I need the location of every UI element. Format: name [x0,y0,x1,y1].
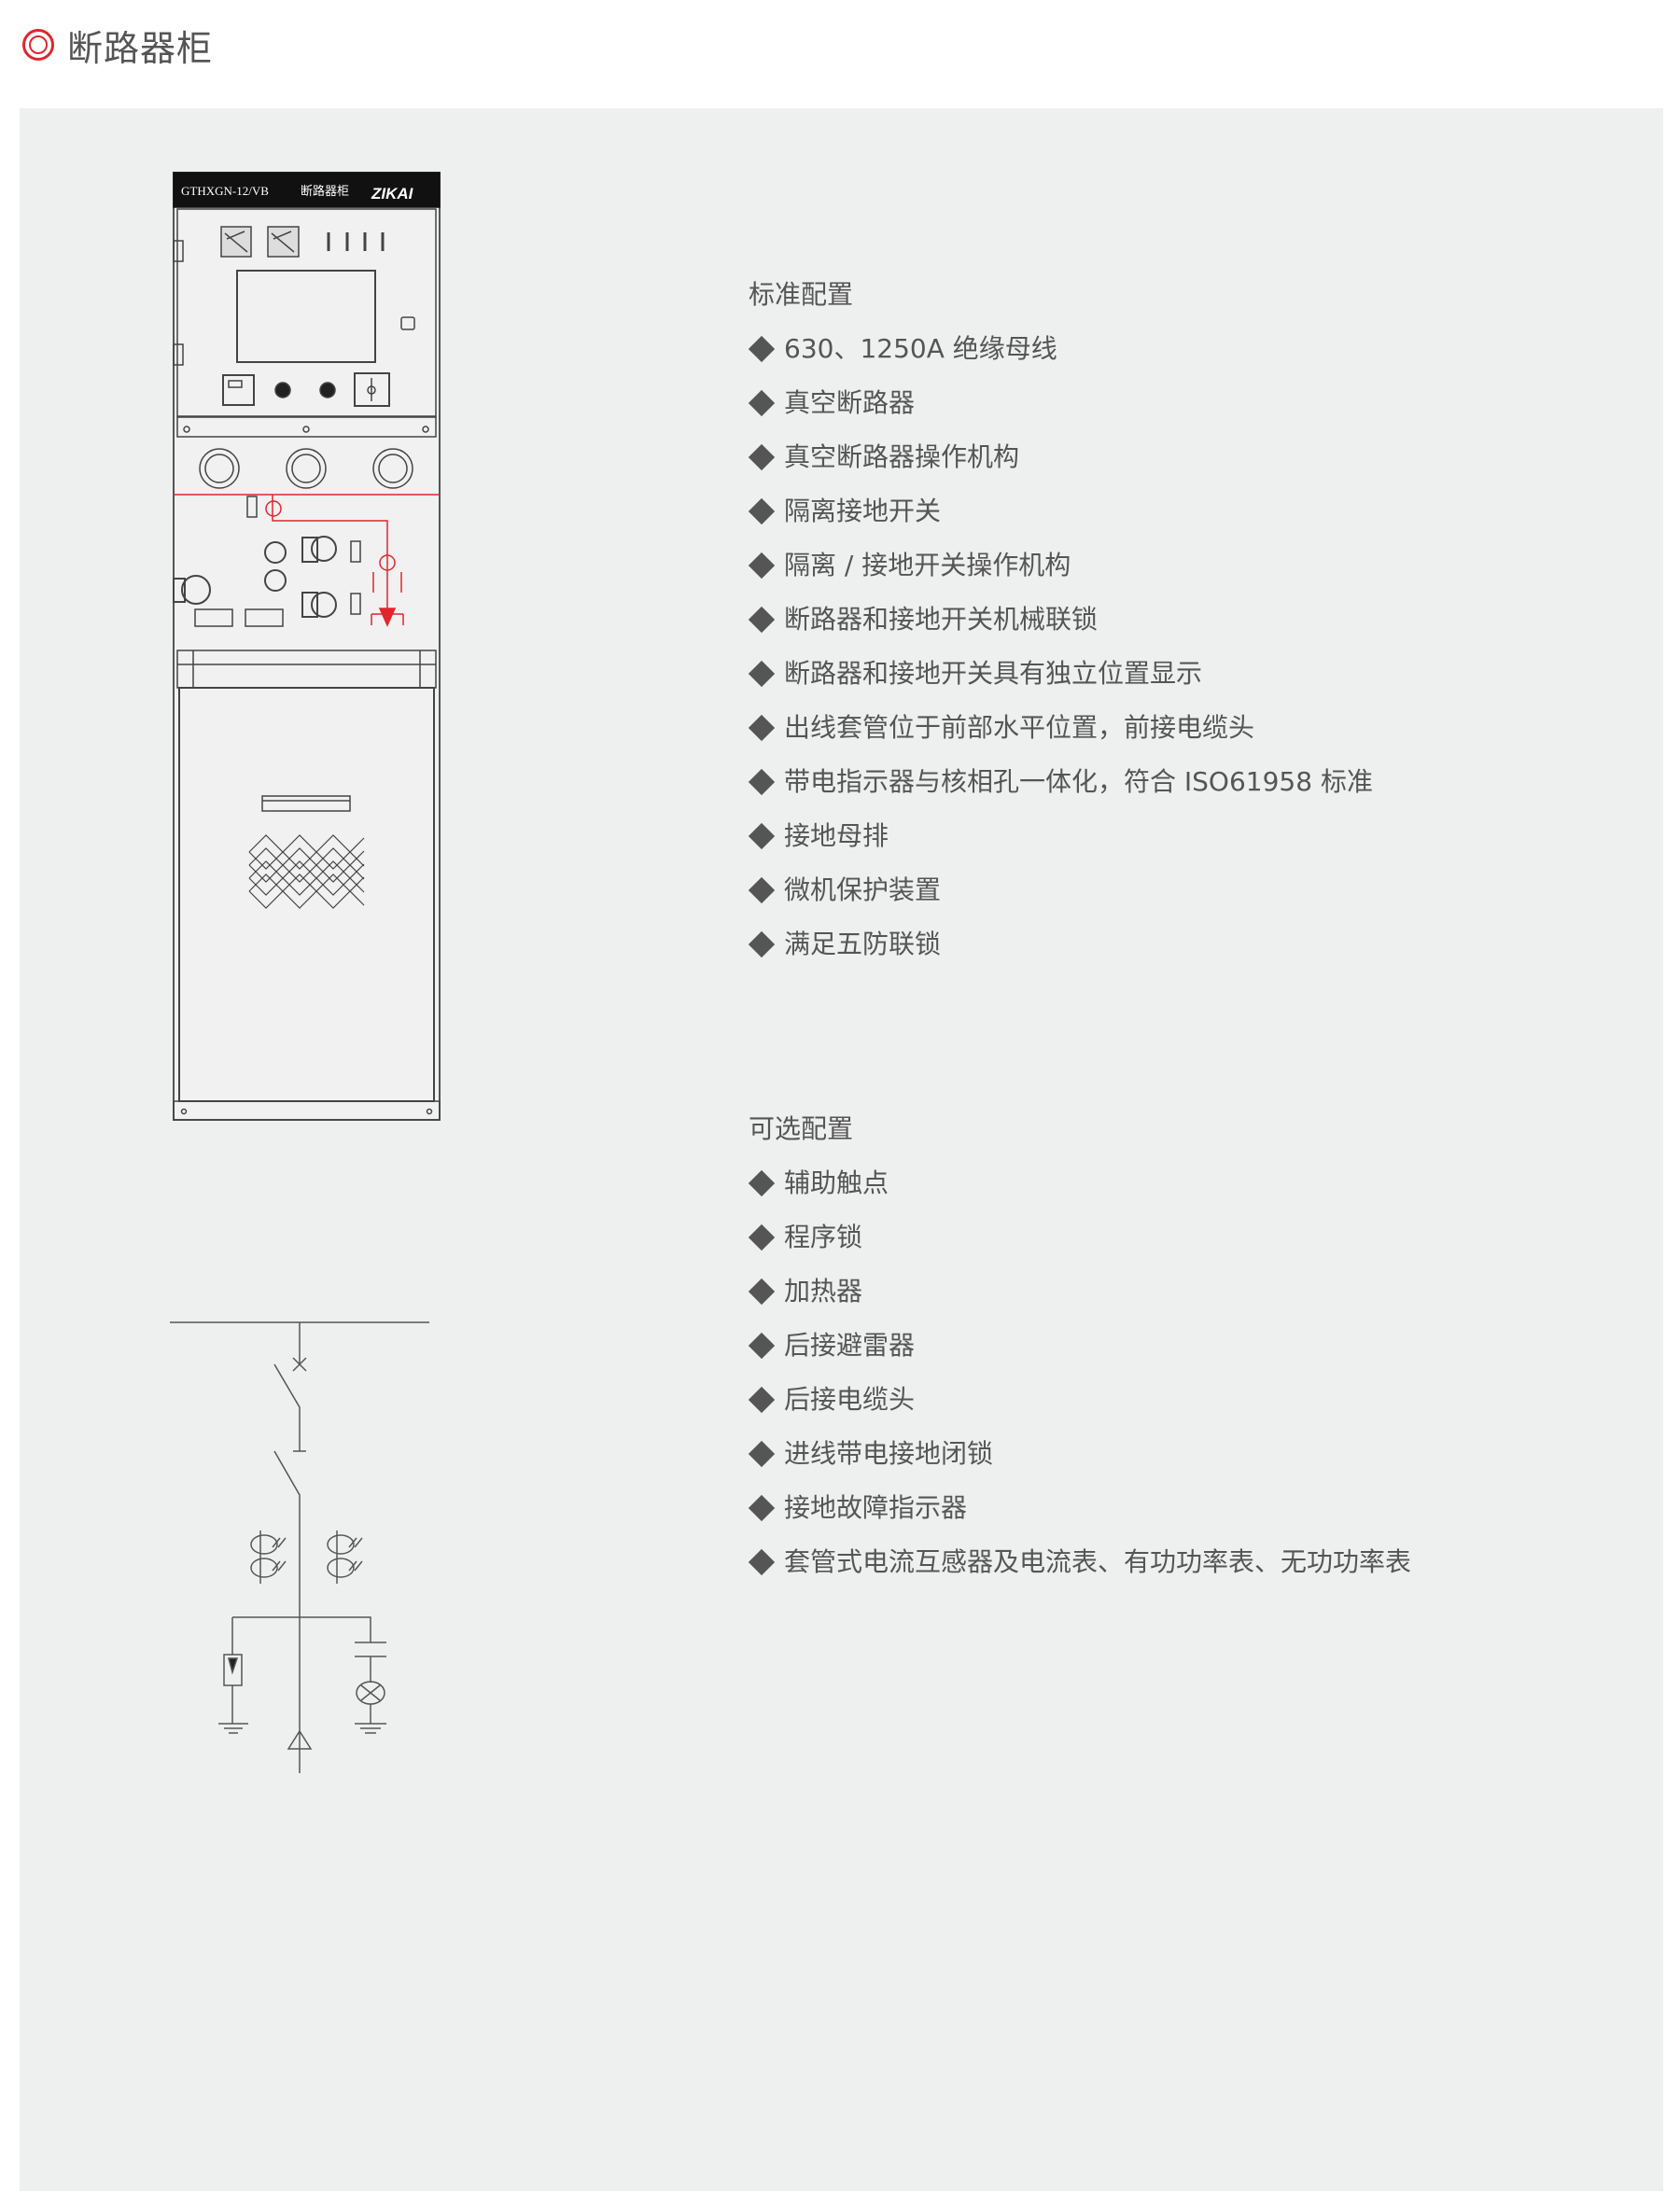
diamond-bullet-icon [748,930,776,958]
page-title: 断路器柜 [67,27,214,69]
list-item: 后接电缆头 [747,1373,1411,1427]
list-item-text: 真空断路器操作机构 [784,441,1020,472]
diamond-bullet-icon [748,1494,776,1522]
list-item-text: 断路器和接地开关机械联锁 [784,604,1099,635]
diamond-bullet-icon [748,1223,776,1251]
list-item: 后接避雷器 [747,1319,1411,1373]
diamond-bullet-icon [748,822,776,850]
list-item-text: 后接避雷器 [784,1330,916,1361]
list-item: 接地母排 [747,809,1373,863]
list-item: 断路器和接地开关具有独立位置显示 [747,647,1373,701]
brand-logo: ZIKAI [371,185,414,203]
target-circle-icon [22,29,54,61]
diamond-bullet-icon [748,1169,776,1197]
cabinet-drawing: GTHXGN-12/VB 断路器柜 ZIKAI [173,172,441,1121]
diamond-bullet-icon [748,1386,776,1414]
list-item: 出线套管位于前部水平位置，前接电缆头 [747,701,1373,755]
optional-config-section: 可选配置 辅助触点程序锁加热器后接避雷器后接电缆头进线带电接地闭锁接地故障指示器… [747,1102,1411,1589]
ammeter-icon [220,226,252,258]
list-item: 微机保护装置 [747,863,1373,917]
mimic-diagram [174,494,440,627]
list-item: 加热器 [747,1265,1411,1319]
list-item: 接地故障指示器 [747,1481,1411,1535]
diamond-bullet-icon [748,1440,776,1468]
list-item: 隔离接地开关 [747,484,1373,538]
indicator-lights [327,232,385,251]
list-item-text: 微机保护装置 [784,874,942,905]
page-header: 断路器柜 [22,21,213,69]
voltmeter-icon [267,226,300,258]
diamond-bullet-icon [748,768,776,796]
list-item: 真空断路器操作机构 [747,430,1373,484]
list-item-text: 套管式电流互感器及电流表、有功功率表、无功功率表 [784,1546,1412,1577]
list-item: 进线带电接地闭锁 [747,1427,1411,1481]
standard-config-section: 标准配置 630、1250A 绝缘母线真空断路器真空断路器操作机构隔离接地开关隔… [747,268,1373,971]
diamond-bullet-icon [748,714,776,742]
list-item: 程序锁 [747,1210,1411,1265]
door-handle [261,795,351,812]
diamond-bullet-icon [748,1278,776,1306]
standard-config-heading: 标准配置 [749,279,854,310]
diamond-bullet-icon [748,497,776,525]
list-item-text: 辅助触点 [784,1167,889,1198]
diamond-bullet-icon [748,1548,776,1576]
list-item: 带电指示器与核相孔一体化，符合 ISO61958 标准 [747,755,1373,809]
single-line-diagram [170,1321,429,1773]
diamond-bullet-icon [748,606,776,634]
list-item-text: 真空断路器 [784,387,916,418]
list-item: 断路器和接地开关机械联锁 [747,593,1373,647]
diamond-bullet-icon [748,1332,776,1360]
list-item-text: 程序锁 [784,1222,863,1252]
list-item-text: 隔离接地开关 [784,496,942,526]
list-item-text: 进线带电接地闭锁 [784,1438,994,1469]
list-item-text: 630、1250A 绝缘母线 [784,333,1057,364]
ventilation-mesh [248,834,365,909]
diamond-bullet-icon [748,335,776,363]
diamond-bullet-icon [748,660,776,688]
list-item: 满足五防联锁 [747,917,1373,971]
list-item: 630、1250A 绝缘母线 [747,322,1373,376]
list-item-text: 断路器和接地开关具有独立位置显示 [784,658,1203,689]
list-item-text: 后接电缆头 [784,1384,916,1415]
list-item: 辅助触点 [747,1156,1411,1210]
diamond-bullet-icon [748,389,776,417]
list-item: 隔离 / 接地开关操作机构 [747,538,1373,593]
list-item-text: 加热器 [784,1276,863,1307]
list-item: 真空断路器 [747,376,1373,430]
list-item-text: 满足五防联锁 [784,929,942,959]
diamond-bullet-icon [748,552,776,580]
diamond-bullet-icon [748,876,776,904]
cabinet-model: GTHXGN-12/VB [181,184,269,198]
cabinet-name: 断路器柜 [301,184,349,199]
list-item-text: 带电指示器与核相孔一体化，符合 ISO61958 标准 [784,766,1373,797]
optional-config-heading: 可选配置 [749,1113,854,1144]
list-item: 套管式电流互感器及电流表、有功功率表、无功功率表 [747,1535,1411,1589]
list-item-text: 出线套管位于前部水平位置，前接电缆头 [784,712,1255,743]
list-item-text: 接地母排 [784,820,889,851]
diamond-bullet-icon [748,443,776,471]
list-item-text: 接地故障指示器 [784,1492,968,1523]
protection-relay-screen [236,270,376,363]
list-item-text: 隔离 / 接地开关操作机构 [784,550,1071,580]
